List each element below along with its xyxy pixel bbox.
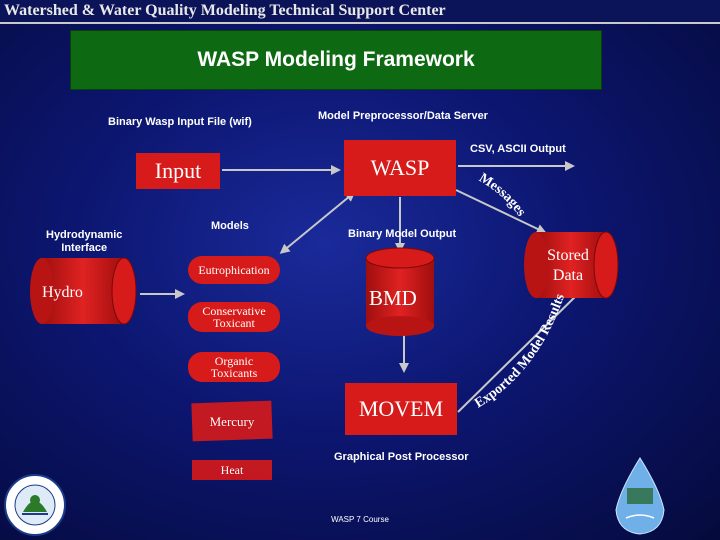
model-mercury: Mercury [209,414,255,429]
input-node: Input [136,153,220,189]
arrow-movem-to-stored-data [457,287,585,413]
model-stack-cards [191,400,273,480]
stored-data-cylinder [524,231,619,299]
input-file-label: Binary Wasp Input File (wif) [108,116,252,128]
bmd-node-label: BMD [369,286,417,310]
model-conservative-toxicant: Conservative Toxicant [188,302,280,332]
wasp-node: WASP [344,140,456,196]
model-heat: Heat [220,463,244,477]
arrow-wasp-to-models [279,191,356,254]
hydro-cylinder [30,257,137,325]
hydrodynamic-interface-label: Hydrodynamic Interface [46,229,123,254]
slide-title-box: WASP Modeling Framework [70,30,602,90]
water-drop-logo-icon [615,457,665,535]
slide-title: WASP Modeling Framework [197,48,475,71]
bmd-cylinder [365,247,435,336]
models-label: Models [211,220,249,232]
movem-node: MOVEM [345,383,457,435]
graphical-post-processor-label: Graphical Post Processor [334,451,469,463]
csv-output-label: CSV, ASCII Output [470,143,566,155]
header-bar: Watershed & Water Quality Modeling Techn… [0,0,720,24]
slide-footer: WASP 7 Course [331,515,389,524]
epa-seal-icon [4,474,66,536]
hydro-node-label: Hydro [42,284,83,301]
arrow-wasp-to-stored-data [455,189,547,234]
model-eutrophication: Eutrophication [188,256,280,284]
preprocessor-label: Model Preprocessor/Data Server [318,110,488,122]
binary-model-output-label: Binary Model Output [348,228,457,240]
stored-data-node-label: Stored Data [547,247,589,284]
header-title: Watershed & Water Quality Modeling Techn… [4,2,446,19]
model-organic-toxicants: Organic Toxicants [188,352,280,382]
